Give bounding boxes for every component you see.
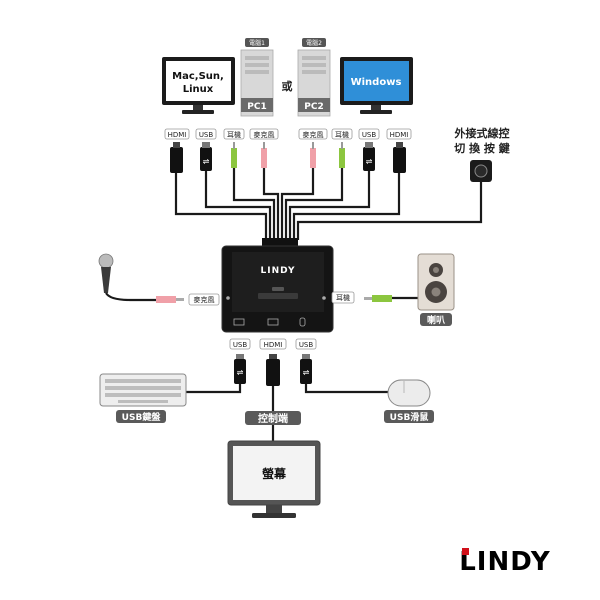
pc2-headphone-plug bbox=[339, 148, 345, 168]
remote-label-line2: 切 換 按 鍵 bbox=[454, 141, 510, 155]
pc1-monitor-line2: Linux bbox=[183, 84, 214, 95]
pc2-ports: 麥克風 耳機 USB HDMI bbox=[298, 128, 412, 140]
console-monitor: 螢幕 bbox=[227, 440, 321, 518]
svg-text:⇌: ⇌ bbox=[203, 157, 210, 166]
console-usb-plug-right bbox=[300, 359, 312, 384]
console-hdmi-plug bbox=[266, 359, 280, 386]
console-port-usb-left: USB bbox=[233, 341, 248, 349]
console-label: 控制端 bbox=[258, 412, 288, 425]
remote-label-line1: 外接式線控 bbox=[454, 126, 510, 140]
keyboard-label: USB鍵盤 bbox=[122, 411, 162, 423]
speaker-label: 喇叭 bbox=[427, 314, 445, 326]
remote-switch: 外接式線控 切 換 按 鍵 bbox=[454, 126, 510, 182]
svg-text:⇌: ⇌ bbox=[303, 368, 310, 377]
keyboard: USB鍵盤 bbox=[99, 373, 187, 423]
pc2-group: 電腦2 PC2 Windows 麥克風 耳機 USB HDMI bbox=[297, 38, 413, 173]
pc1-usb-plug bbox=[200, 147, 212, 171]
pc2-usb-plug bbox=[363, 147, 375, 171]
mouse: USB滑鼠 bbox=[384, 379, 434, 423]
console-usb-plug-left bbox=[234, 359, 246, 384]
svg-text:⇌: ⇌ bbox=[237, 368, 244, 377]
microphone-icon bbox=[98, 253, 114, 269]
pc1-headphone-plug bbox=[231, 148, 237, 168]
pc1-tower: 電腦1 PC1 bbox=[240, 38, 274, 117]
pc2-monitor: Windows bbox=[340, 57, 413, 114]
pc2-monitor-text: Windows bbox=[351, 77, 402, 88]
mouse-label: USB滑鼠 bbox=[390, 411, 429, 423]
kvm-headphone-port-label: 耳機 bbox=[336, 293, 350, 302]
microphone: 麥克風 bbox=[98, 253, 220, 306]
pc2-name: PC2 bbox=[304, 102, 323, 112]
console-monitor-text: 螢幕 bbox=[262, 466, 287, 481]
console-port-usb-right: USB bbox=[299, 341, 314, 349]
kvm-logo: LINDY bbox=[261, 266, 296, 276]
pc2-port-usb: USB bbox=[362, 131, 377, 139]
pc1-port-hdmi: HDMI bbox=[168, 131, 187, 139]
lindy-logo: LINDY bbox=[459, 547, 551, 577]
pc1-tag: 電腦1 bbox=[249, 39, 265, 47]
pc2-port-headphone: 耳機 bbox=[335, 130, 349, 139]
pc1-name: PC1 bbox=[247, 102, 266, 112]
pc1-group: Mac,Sun, Linux 電腦1 PC1 HDMI USB 耳機 麥克風 bbox=[162, 38, 279, 173]
console-ports: USB HDMI USB ⇌ ⇌ bbox=[229, 338, 317, 386]
pc1-port-mic: 麥克風 bbox=[254, 130, 275, 139]
pc2-hdmi-plug bbox=[393, 147, 406, 173]
pc1-ports: HDMI USB 耳機 麥克風 bbox=[164, 128, 279, 140]
mouse-icon bbox=[387, 379, 431, 407]
pc1-mic-plug bbox=[261, 148, 267, 168]
kvm-mic-port-label: 麥克風 bbox=[194, 295, 215, 304]
pc1-monitor-line1: Mac,Sun, bbox=[172, 71, 224, 82]
pc1-port-headphone: 耳機 bbox=[227, 130, 241, 139]
or-text: 或 bbox=[282, 79, 293, 93]
svg-text:⇌: ⇌ bbox=[366, 157, 373, 166]
pc2-port-mic: 麥克風 bbox=[303, 130, 324, 139]
pc-cables bbox=[174, 168, 483, 240]
pc1-port-usb: USB bbox=[199, 131, 214, 139]
pc2-tag: 電腦2 bbox=[306, 39, 322, 47]
pc2-port-hdmi: HDMI bbox=[390, 131, 409, 139]
brand-logo-text: LINDY bbox=[459, 547, 551, 577]
pc1-monitor: Mac,Sun, Linux bbox=[162, 57, 235, 114]
pc1-plugs: ⇌ bbox=[170, 142, 267, 173]
console-port-hdmi: HDMI bbox=[264, 341, 283, 349]
pc2-tower: 電腦2 PC2 bbox=[297, 38, 331, 117]
pc1-hdmi-plug bbox=[170, 147, 183, 173]
kvm-switch: LINDY bbox=[221, 238, 334, 333]
pc2-mic-plug bbox=[310, 148, 316, 168]
speaker: 耳機 喇叭 bbox=[331, 253, 455, 326]
pc2-plugs: ⇌ bbox=[310, 142, 406, 173]
